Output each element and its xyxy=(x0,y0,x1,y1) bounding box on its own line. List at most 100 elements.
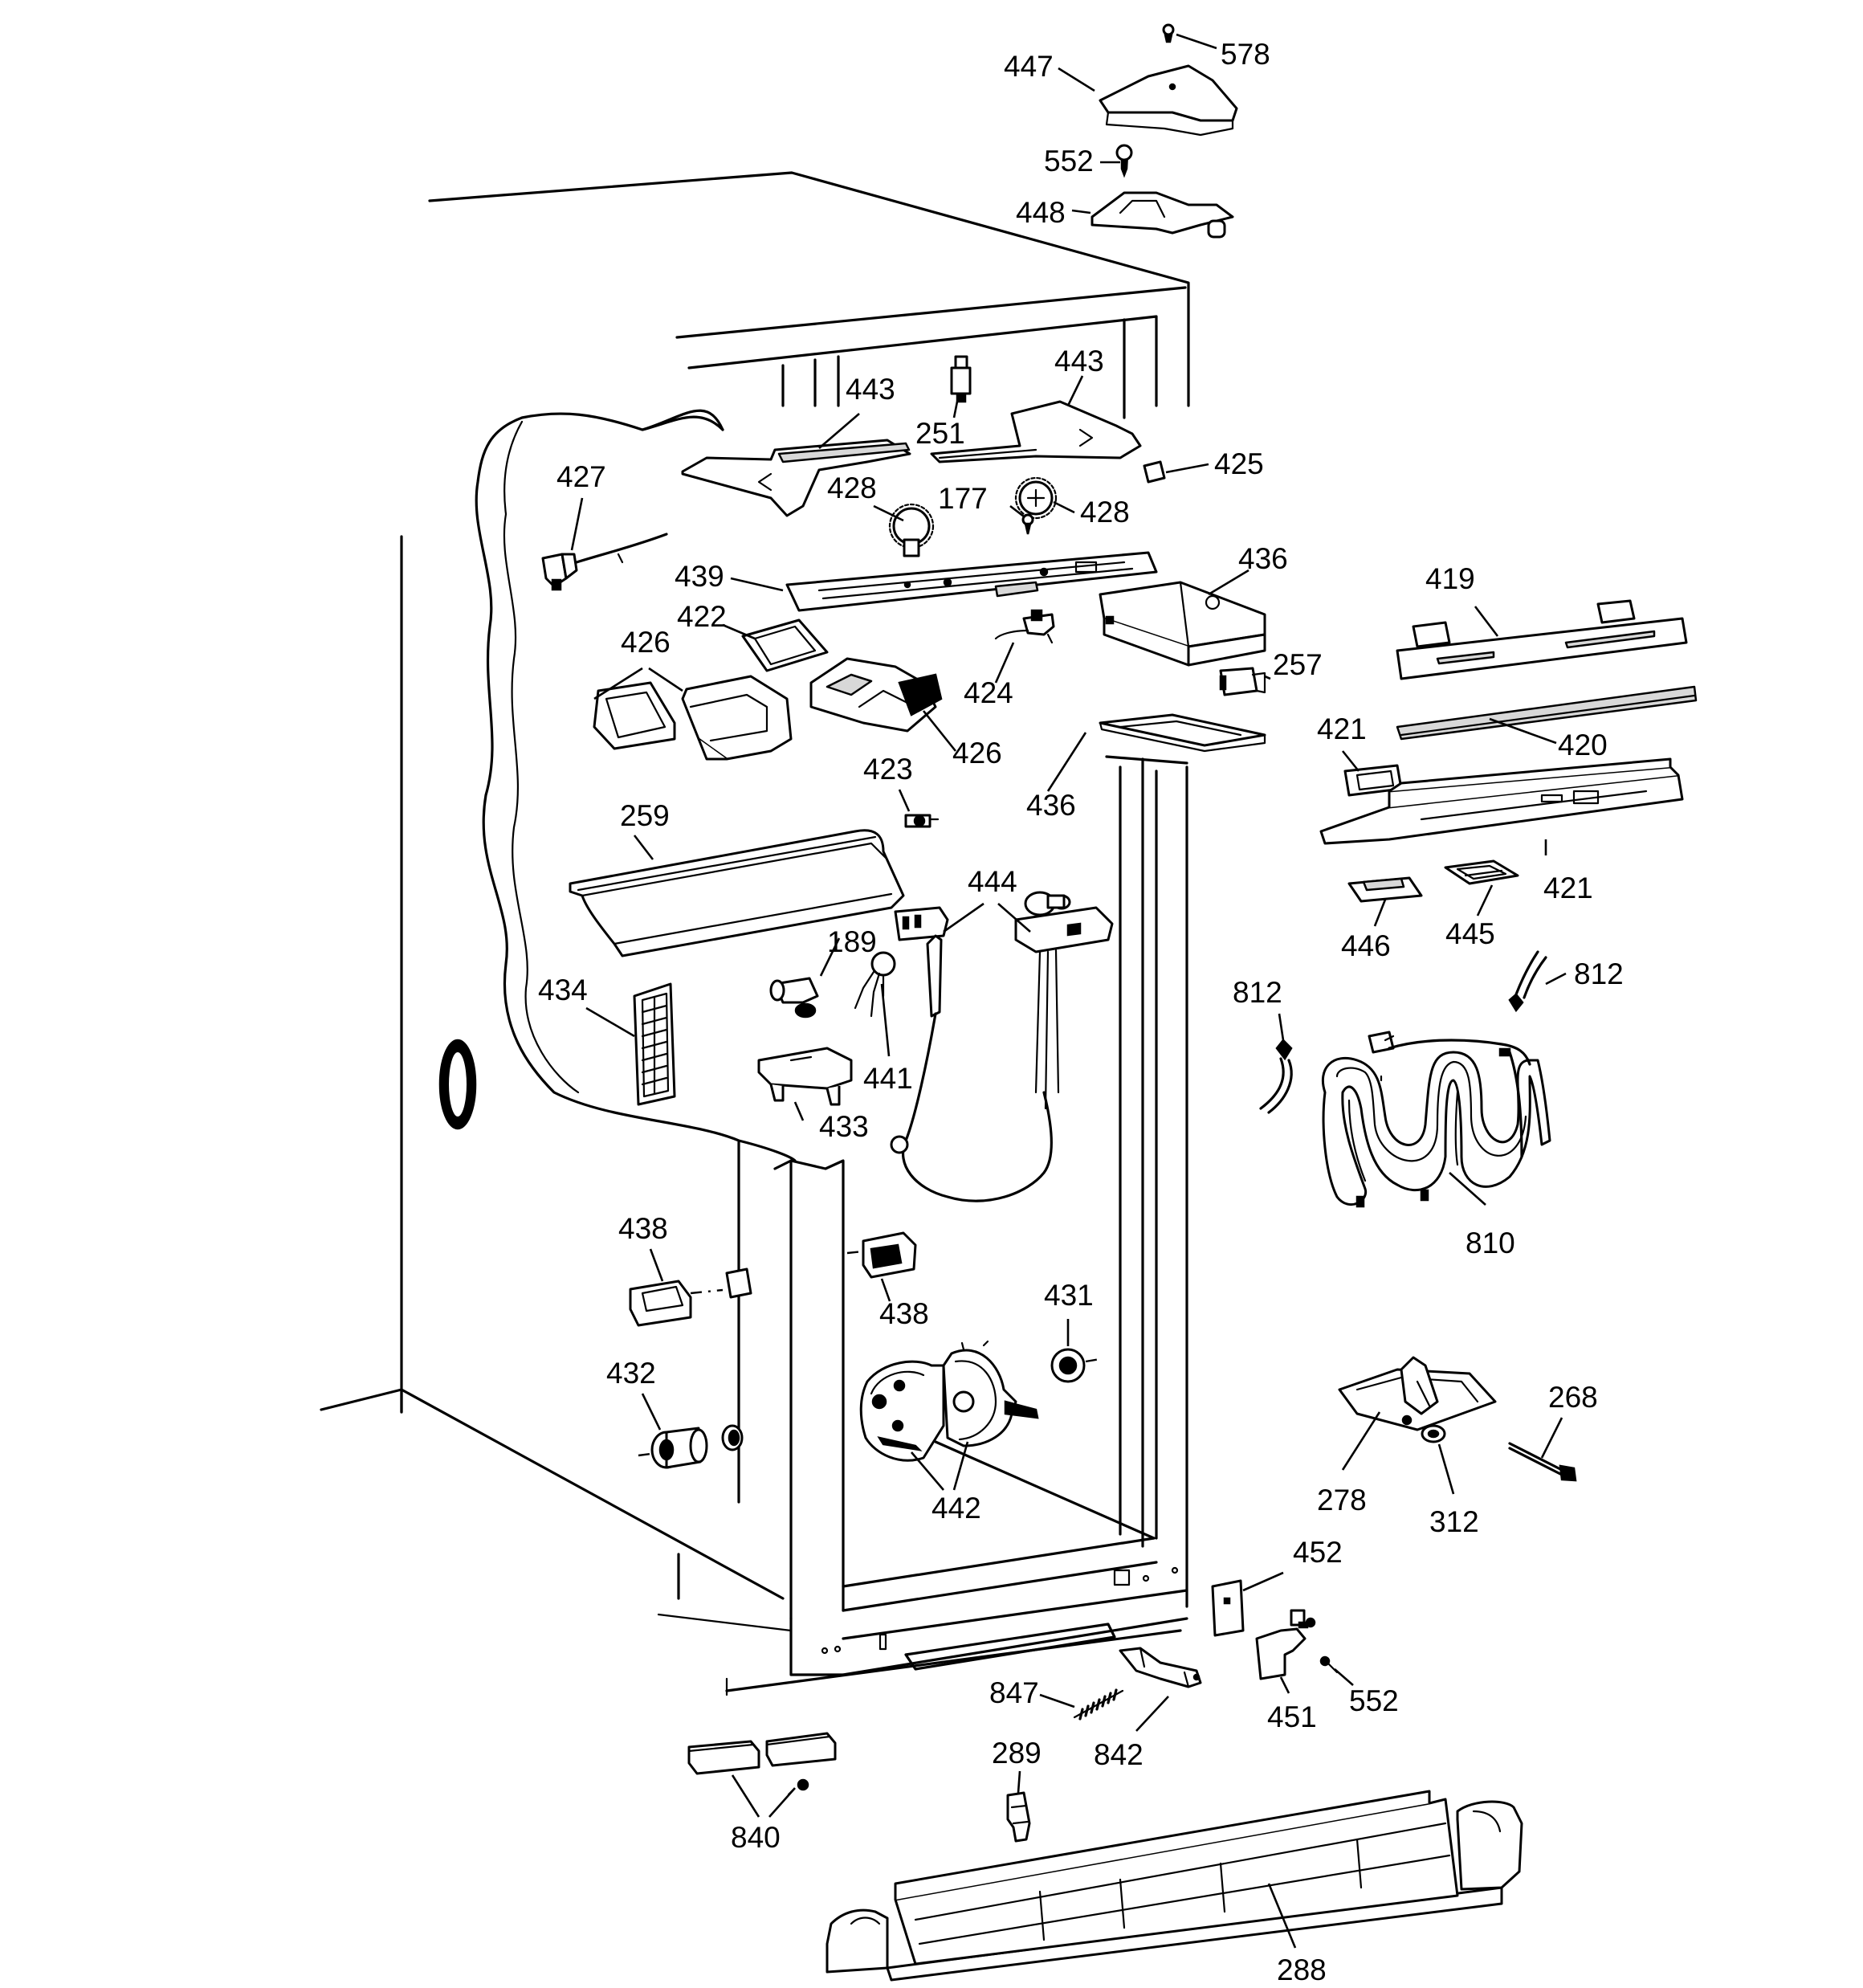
top-hinge-cover xyxy=(1099,23,1238,137)
callout-labels: 578 447 552 448 443 443 251 425 427 428 … xyxy=(538,38,1624,1986)
callout-278: 278 xyxy=(1317,1484,1367,1517)
callout-812: 812 xyxy=(1233,976,1282,1009)
shelf-support xyxy=(1319,757,1684,845)
tank-mounting-screw xyxy=(1508,1442,1577,1482)
callout-427: 427 xyxy=(556,460,606,493)
callout-434: 434 xyxy=(538,974,588,1006)
callout-452: 452 xyxy=(1293,1536,1343,1569)
shelf-clip-left xyxy=(1347,876,1423,903)
shelf-support-bracket xyxy=(757,1047,853,1106)
callout-189: 189 xyxy=(827,925,877,958)
callout-443: 443 xyxy=(846,373,895,406)
callout-436: 436 xyxy=(1238,542,1288,575)
light-socket xyxy=(994,609,1055,644)
callout-421: 421 xyxy=(1317,712,1367,745)
callout-177: 177 xyxy=(938,482,988,515)
callout-442: 442 xyxy=(932,1492,981,1525)
water-dispenser-valve-assembly xyxy=(859,1340,1039,1462)
freezer-top-bracket-right xyxy=(930,400,1142,463)
control-knob-assembly xyxy=(809,657,943,733)
bottom-hinge xyxy=(1255,1609,1316,1680)
callout-436: 436 xyxy=(1026,789,1076,822)
callout-251: 251 xyxy=(915,417,965,450)
callout-552: 552 xyxy=(1044,145,1094,178)
callout-445: 445 xyxy=(1445,917,1495,950)
callout-451: 451 xyxy=(1267,1700,1317,1733)
callout-842: 842 xyxy=(1094,1738,1143,1771)
hinge-cover-screw xyxy=(1176,33,1217,50)
callout-847: 847 xyxy=(989,1676,1039,1709)
damper-control-plate xyxy=(785,551,1158,612)
shelf-clip-right xyxy=(1444,859,1519,885)
callout-441: 441 xyxy=(863,1062,913,1095)
leader-lines xyxy=(570,67,1567,1949)
top-hinge xyxy=(1090,144,1234,239)
callout-428: 428 xyxy=(1080,496,1130,529)
callout-422: 422 xyxy=(677,600,727,633)
callout-443: 443 xyxy=(1054,345,1104,378)
callout-446: 446 xyxy=(1341,929,1391,962)
light-bulb-socket xyxy=(904,814,940,828)
callout-578: 578 xyxy=(1221,38,1270,71)
air-duct xyxy=(681,675,793,761)
door-closer-spring xyxy=(1073,1688,1124,1721)
control-housing xyxy=(1099,581,1266,667)
light-switch xyxy=(1219,667,1266,696)
trim-strip-lower xyxy=(1396,685,1698,741)
callout-439: 439 xyxy=(675,560,724,593)
air-duct-plug xyxy=(1143,460,1166,484)
thermostat-capillary-holder xyxy=(950,355,972,403)
callout-444: 444 xyxy=(968,865,1017,898)
callout-447: 447 xyxy=(1004,50,1054,83)
air-grille xyxy=(633,982,676,1106)
callout-426: 426 xyxy=(952,737,1002,769)
callout-438: 438 xyxy=(879,1297,929,1330)
callout-288: 288 xyxy=(1277,1953,1327,1986)
base-grille xyxy=(826,1790,1523,1982)
callout-810: 810 xyxy=(1466,1227,1515,1259)
control-housing-tray xyxy=(1099,713,1266,753)
cord-bushing xyxy=(1050,1348,1101,1383)
callout-420: 420 xyxy=(1558,729,1608,761)
water-valve-elbow xyxy=(769,977,819,1018)
drain-tube-right xyxy=(1508,950,1547,1013)
callout-257: 257 xyxy=(1273,648,1323,681)
water-valve-harness xyxy=(890,891,1114,1202)
drain-tube-left xyxy=(1259,1039,1293,1114)
callout-428: 428 xyxy=(827,471,877,504)
water-tank-bracket xyxy=(1338,1356,1497,1431)
insulation-cutaway xyxy=(438,409,797,1162)
light-socket-grommet xyxy=(638,1424,744,1469)
callout-433: 433 xyxy=(819,1110,869,1143)
air-duct-gasket-left xyxy=(593,681,676,750)
callout-426: 426 xyxy=(621,626,671,659)
callout-812: 812 xyxy=(1574,957,1624,990)
callout-259: 259 xyxy=(620,799,670,832)
defrost-heater xyxy=(1321,1031,1551,1208)
light-switch-left xyxy=(629,1268,752,1327)
shelf-cover xyxy=(569,829,905,957)
callout-421: 421 xyxy=(1543,872,1593,904)
callout-425: 425 xyxy=(1214,447,1264,480)
leveling-legs xyxy=(687,1732,837,1796)
callout-289: 289 xyxy=(992,1737,1042,1770)
thermostat xyxy=(541,533,668,591)
damper-gear-left xyxy=(888,503,935,557)
callout-552: 552 xyxy=(1349,1684,1399,1717)
hinge-shim xyxy=(1211,1579,1245,1637)
damper-gear-right xyxy=(1014,476,1058,520)
callout-840: 840 xyxy=(731,1821,781,1854)
water-tank-roller xyxy=(1421,1424,1446,1443)
callout-432: 432 xyxy=(606,1357,656,1390)
callout-431: 431 xyxy=(1044,1279,1094,1312)
air-duct-gasket-top xyxy=(741,618,829,672)
light-bulb xyxy=(854,951,896,1018)
gear-screw xyxy=(1021,513,1034,535)
door-closer-cam xyxy=(1119,1647,1202,1688)
callout-423: 423 xyxy=(863,753,913,786)
light-switch-right xyxy=(846,1231,917,1279)
freezer-top-bracket-left xyxy=(681,439,911,517)
callout-448: 448 xyxy=(1016,196,1066,229)
trim-strip-upper xyxy=(1396,599,1688,680)
